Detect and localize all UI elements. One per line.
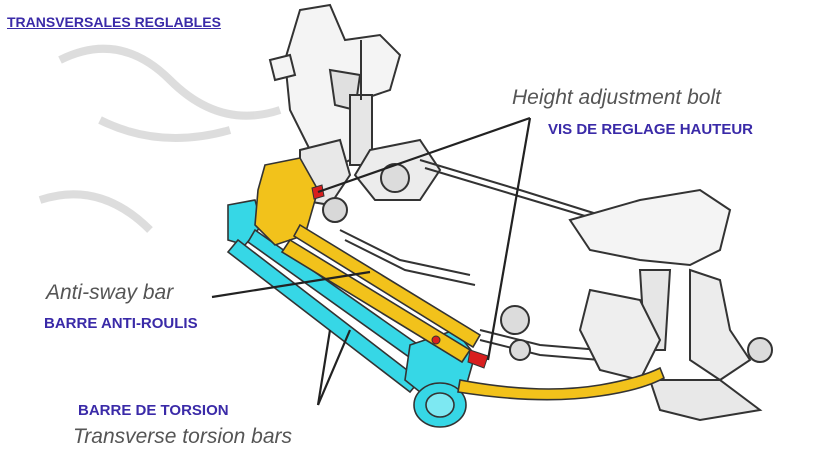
torsion-bar-assembly	[226, 199, 476, 428]
steering-linkage	[339, 159, 653, 362]
height-bolt-label-en: Height adjustment bolt	[512, 86, 721, 109]
leader-lines	[211, 116, 532, 406]
antisway-label-en: Anti-sway bar	[46, 281, 174, 304]
torsion-bar-label-fr: BARRE DE TORSION	[78, 402, 229, 419]
background-sketch	[38, 44, 282, 233]
antisway-label-fr: BARRE ANTI-ROULIS	[44, 315, 198, 332]
antisway-bar-assembly	[254, 157, 666, 401]
right-suspension-assembly	[500, 188, 773, 422]
height-bolt-label-fr: VIS DE REGLAGE HAUTEUR	[548, 121, 754, 138]
torsion-bar-label-en: Transverse torsion bars	[73, 425, 293, 448]
diagram-title: TRANSVERSALES REGLABLES	[7, 14, 221, 30]
